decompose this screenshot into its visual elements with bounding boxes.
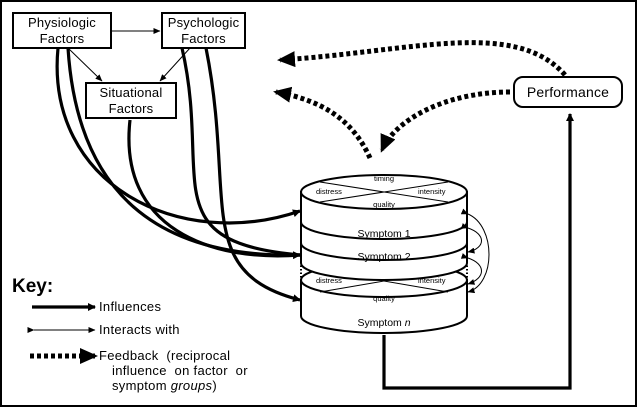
key-title: Key: <box>12 276 54 297</box>
symptom-1-label: Symptom 1 <box>357 228 411 240</box>
symptom-to-performance-arrow <box>382 113 574 390</box>
key-feedback-line-3-prefix: symptom <box>112 378 171 393</box>
symptom-n-label: Symptom n <box>357 317 410 329</box>
key-influences-label: Influences <box>99 299 162 314</box>
bottom-disc-distress: distress <box>316 276 342 285</box>
top-disc-distress: distress <box>316 187 342 196</box>
stack-interaction-arrows <box>460 208 490 294</box>
feedback-perf-top <box>277 40 567 77</box>
situational-line-2: Factors <box>108 100 154 116</box>
key-feedback-line-1: Feedback (reciprocal <box>99 348 231 363</box>
physio-situational-arrow <box>61 41 103 82</box>
physiologic-line-2: Factors <box>39 30 85 46</box>
situational-factors-box: Situational Factors <box>85 82 177 119</box>
feedback-arrows <box>273 40 567 160</box>
psycho-situational-arrow <box>159 41 197 82</box>
top-disc-intensity: intensity <box>418 187 446 196</box>
physiologic-factors-box: Physiologic Factors <box>12 12 112 49</box>
feedback-perf-lower <box>379 89 511 153</box>
bottom-disc-intensity: intensity <box>418 276 446 285</box>
influence-curve-1 <box>55 47 301 225</box>
influence-curves <box>55 47 301 303</box>
psychologic-factors-box: Psychologic Factors <box>161 12 246 49</box>
bottom-disc-quality: quality <box>373 294 395 303</box>
influence-curve-5 <box>204 47 301 303</box>
symptom-n-italic: n <box>404 317 411 329</box>
key-feedback-line-3-suffix: ) <box>212 378 217 393</box>
psychologic-line-1: Psychologic <box>167 14 240 30</box>
physiologic-line-1: Physiologic <box>28 14 96 30</box>
top-disc-timing: timing <box>373 174 395 183</box>
feedback-symptom-up <box>273 86 373 160</box>
situational-line-1: Situational <box>99 84 163 100</box>
influence-curve-3 <box>127 119 301 258</box>
symptom-n-prefix: Symptom <box>357 317 405 329</box>
key-symbols <box>27 303 98 364</box>
key-feedback-line-3: symptom groups) <box>112 378 217 393</box>
performance-label: Performance <box>526 84 610 100</box>
top-disc-quality: quality <box>373 200 395 209</box>
psychologic-line-2: Factors <box>181 30 226 46</box>
influence-curve-4 <box>180 47 301 257</box>
symptom-stack <box>300 174 468 334</box>
symptom-2-label: Symptom 2 <box>357 251 411 263</box>
factor-interaction-arrows <box>61 28 197 82</box>
key-feedback-groups: groups <box>170 378 213 393</box>
key-feedback-line-2: influence on factor or <box>112 363 248 378</box>
performance-box: Performance <box>513 76 623 108</box>
key-interacts-label: Interacts with <box>99 322 180 337</box>
